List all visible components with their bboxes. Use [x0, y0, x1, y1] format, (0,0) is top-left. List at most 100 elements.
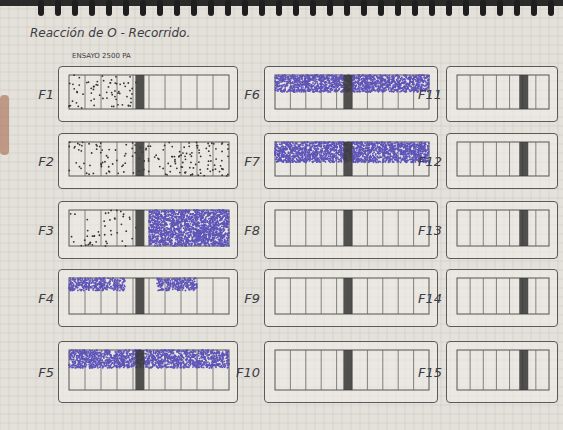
fill-dot: [172, 156, 174, 158]
fill-dot: [155, 154, 157, 156]
spiral-ring: [242, 0, 248, 16]
fill-dot: [227, 243, 229, 245]
fill-dot: [175, 232, 177, 234]
fill-dot: [165, 230, 167, 232]
fill-dot: [179, 231, 181, 233]
fill-dot: [169, 217, 171, 219]
fill-dot: [167, 213, 169, 215]
fill-dot: [155, 217, 157, 219]
fill-dot: [225, 210, 227, 212]
fill-dot: [183, 231, 185, 233]
fill-dot: [122, 104, 124, 106]
fill-dot: [163, 240, 165, 242]
fill-dot: [95, 84, 97, 86]
fill-dot: [224, 233, 226, 235]
fill-dot: [173, 245, 175, 247]
fill-dot: [171, 222, 173, 224]
fill-dot: [108, 149, 110, 151]
fill-dot: [171, 233, 173, 235]
fill-dot: [175, 213, 177, 215]
fill-dot: [201, 224, 203, 226]
fill-dot: [72, 83, 74, 85]
fill-dot: [164, 223, 166, 225]
fill-dot: [208, 236, 210, 238]
fill-dot: [186, 224, 188, 226]
fill-dot: [191, 229, 193, 231]
fill-dot: [99, 146, 101, 148]
fill-dot: [182, 212, 184, 214]
fill-dot: [169, 244, 171, 246]
fill-dot: [172, 226, 174, 228]
strip-outline: [69, 210, 229, 246]
fill-dot: [72, 100, 74, 102]
fill-dot: [184, 224, 186, 226]
fill-dot: [186, 242, 188, 244]
fill-dot: [187, 223, 189, 225]
fill-dot: [149, 145, 151, 147]
fill-dot: [181, 237, 183, 239]
cell-line: [101, 210, 102, 246]
fill-dot: [167, 163, 169, 165]
fill-dot: [174, 224, 176, 226]
cell-line: [197, 210, 198, 246]
fill-dot: [195, 234, 197, 236]
fill-dot: [195, 233, 197, 235]
fill-dot: [226, 214, 228, 216]
fill-dot: [215, 158, 217, 160]
grid-line: [261, 0, 262, 430]
fill-dot: [109, 82, 111, 84]
fill-dot: [171, 233, 173, 235]
fill-dot: [159, 221, 161, 223]
fill-dot: [185, 213, 187, 215]
fill-dot: [222, 238, 224, 240]
fill-dot: [168, 220, 170, 222]
fill-dot: [212, 233, 214, 235]
fill-dot: [154, 216, 156, 218]
fill-dot: [73, 88, 75, 90]
panel-drawing: [59, 134, 239, 190]
fill-dot: [106, 97, 108, 99]
fill-dot: [128, 104, 130, 106]
cell-line: [181, 142, 182, 176]
fill-dot: [181, 213, 183, 215]
fill-dot: [145, 149, 147, 151]
fill-dot: [223, 211, 225, 213]
fill-dot: [197, 230, 199, 232]
fill-dot: [132, 172, 134, 174]
fill-dot: [188, 216, 190, 218]
fill-dot: [170, 241, 172, 243]
fill-dot: [156, 226, 158, 228]
fill-dot: [217, 241, 219, 243]
fill-dot: [177, 219, 179, 221]
cell-line: [85, 75, 86, 109]
fill-dot: [168, 228, 170, 230]
fill-dot: [169, 231, 171, 233]
fill-dot: [170, 235, 172, 237]
fill-dot: [174, 224, 176, 226]
fill-dot: [205, 244, 207, 246]
fill-dot: [83, 162, 85, 164]
fill-dot: [211, 142, 213, 144]
fill-dot: [177, 228, 179, 230]
fill-dot: [174, 228, 176, 230]
fill-dot: [213, 237, 215, 239]
fill-dot: [191, 221, 193, 223]
fill-dot: [209, 170, 211, 172]
fill-dot: [227, 155, 229, 157]
cell-line: [165, 210, 166, 246]
fill-dot: [73, 74, 75, 76]
fill-dot: [189, 240, 191, 242]
fill-dot: [202, 227, 204, 229]
fill-dot: [79, 144, 81, 146]
fill-dot: [78, 84, 80, 86]
fill-dot: [81, 107, 83, 109]
fill-dot: [153, 211, 155, 213]
fill-dot: [185, 243, 187, 245]
fill-dot: [119, 83, 121, 85]
cell-line: [197, 75, 198, 109]
spiral-ring: [106, 0, 112, 16]
fill-dot: [185, 158, 187, 160]
fill-dot: [115, 149, 117, 151]
fill-dot: [223, 244, 225, 246]
